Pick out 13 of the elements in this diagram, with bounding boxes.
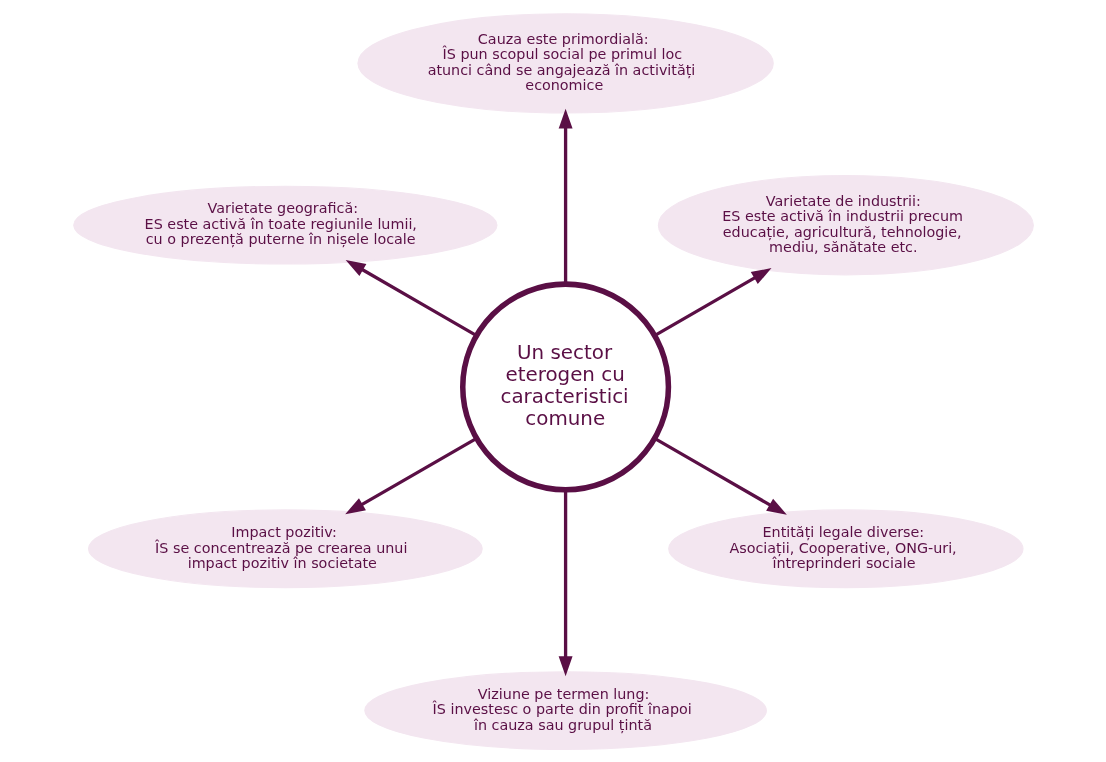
node-ellipse: Varietate geografică: ES este activă în toate regiunile lumii, cu o prezență puterne în nișele locale — [72, 185, 498, 265]
arrow — [653, 436, 787, 515]
node-ellipse: Entități legale diverse: Asociații, Cooperative, ONG-uri, întreprinderi sociale — [667, 508, 1024, 588]
arrow — [558, 108, 573, 284]
node-ellipse: Viziune pe termen lung: ÎS investesc o parte din profit înapoi în cauza sau grupul țintă — [363, 670, 767, 750]
node-circle: Un sector eterogen cu caracteristici comune — [459, 280, 671, 493]
node-ellipse: Impact pozitiv: ÎS se concentrează pe crearea unui impact pozitiv în societate — [87, 508, 483, 588]
arrow — [344, 436, 477, 514]
arrow — [653, 267, 772, 337]
node-ellipse: Varietate de industrii: ES este activă în industrii precum educație, agricultură, tehnologie, mediu, sănătate etc. — [657, 174, 1034, 275]
arrow — [345, 259, 477, 337]
arrow — [558, 489, 573, 676]
node-ellipse: Cauza este primordială: ÎS pun scopul social pe primul loc atunci când se angajează în activități economice — [356, 12, 774, 114]
